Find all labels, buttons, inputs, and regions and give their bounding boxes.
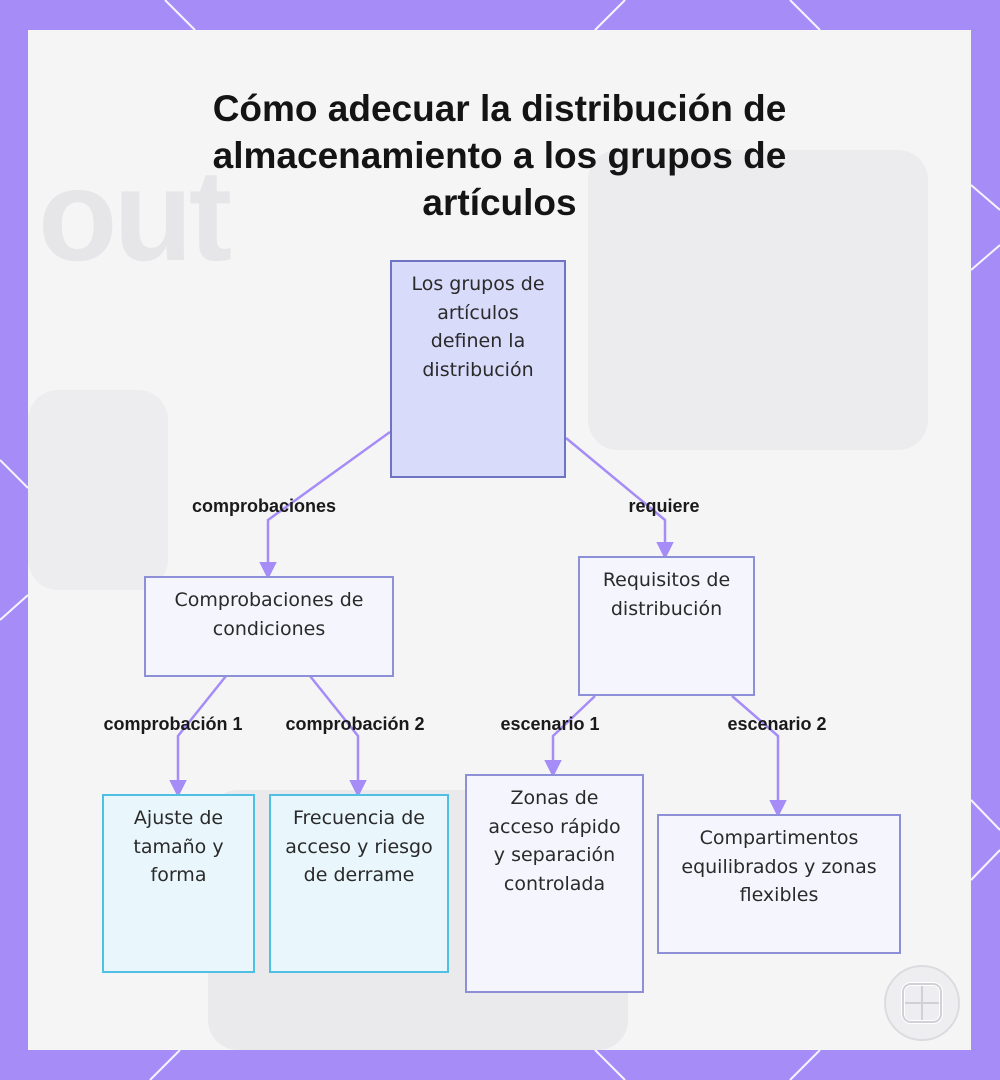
edge-label-requirements: requiere (628, 496, 699, 517)
node-frequency-risk: Frecuencia de acceso y riesgo de derrame (269, 794, 449, 973)
grid-logo-icon (900, 981, 944, 1025)
edge-label-check-2: comprobación 2 (285, 714, 424, 735)
edge-label-check-1: comprobación 1 (103, 714, 242, 735)
edge-checks-frequency (310, 676, 358, 794)
diagram-card: out Cómo adecuar la distribución de alma… (28, 30, 971, 1050)
edge-label-scenario-1: escenario 1 (500, 714, 599, 735)
node-root: Los grupos de artículos definen la distr… (390, 260, 566, 478)
node-balanced: Compartimentos equilibrados y zonas flex… (657, 814, 901, 954)
edge-label-scenario-2: escenario 2 (727, 714, 826, 735)
node-quick-zones: Zonas de acceso rápido y separación cont… (465, 774, 644, 993)
edge-label-checks: comprobaciones (192, 496, 336, 517)
edge-checks-size (178, 676, 226, 794)
brand-badge (884, 965, 960, 1041)
node-size-shape: Ajuste de tamaño y forma (102, 794, 255, 973)
edge-requirements-quick (553, 696, 595, 774)
node-requirements: Requisitos de distribución (578, 556, 755, 696)
node-checks: Comprobaciones de condiciones (144, 576, 394, 677)
